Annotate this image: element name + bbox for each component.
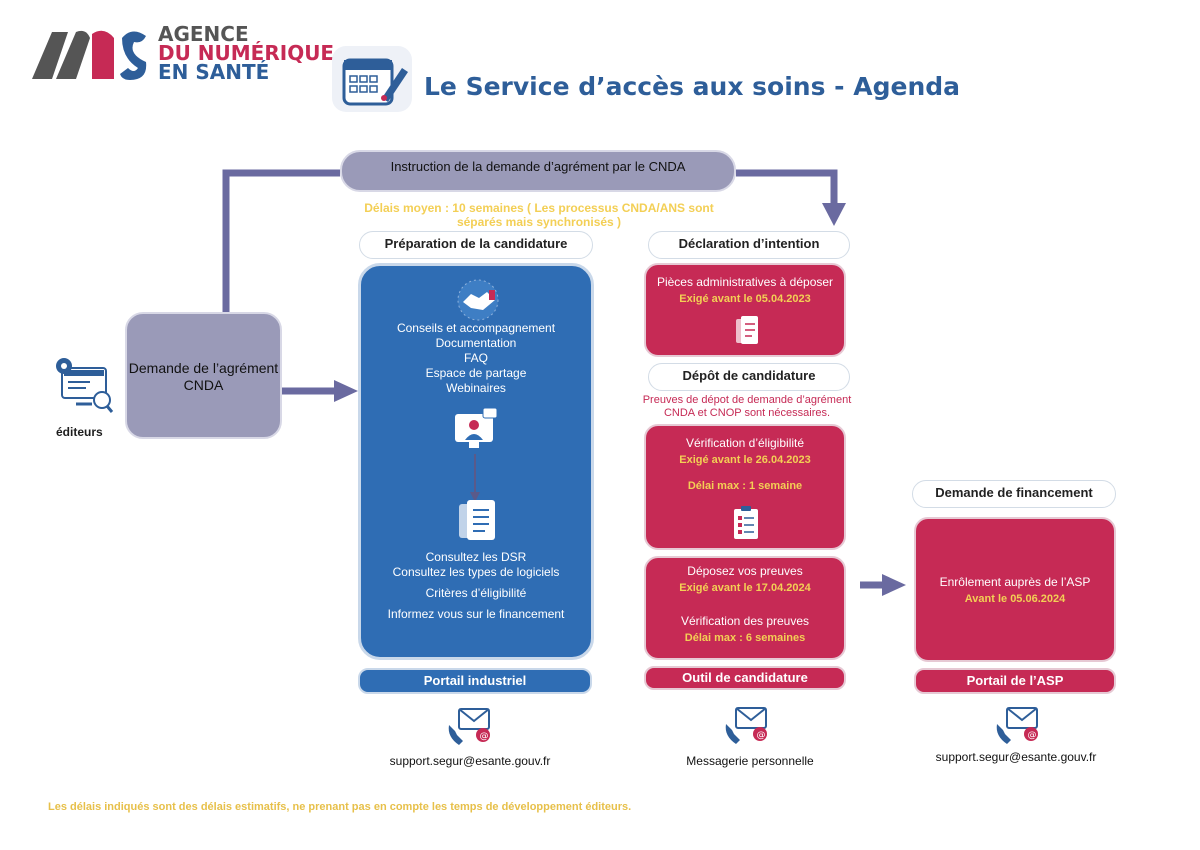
instruction-label: Instruction de la demande d’agrément par… [390, 159, 686, 174]
down-arrow [470, 454, 480, 502]
verification-box: Vérification d’éligibilité Exigé avant l… [644, 424, 846, 550]
preparation-list-top: Conseils et accompagnement Documentation… [361, 321, 591, 396]
outil-candidature-link[interactable]: Outil de candidature [644, 666, 846, 690]
logo-line-3: EN SANTÉ [158, 60, 270, 84]
handshake-icon [455, 278, 501, 322]
support-email-left[interactable]: support.segur@esante.gouv.fr [389, 754, 551, 768]
arrow-head [882, 574, 906, 596]
calendar-icon [332, 46, 412, 112]
checklist-icon [732, 506, 760, 540]
preuves-box: Déposez vos preuves Exigé avant le 17.04… [644, 556, 846, 660]
support-email-right[interactable]: support.segur@esante.gouv.fr [935, 750, 1097, 764]
verif-label: Vérification d’éligibilité [685, 436, 805, 450]
list-item: Critères d’éligibilité [425, 586, 527, 600]
list-item: Espace de partage [425, 366, 527, 380]
phone-mail-icon: @ [993, 706, 1041, 746]
logo-line-1: AGENCE [158, 22, 249, 46]
verif-preuves-label: Vérification des preuves [680, 614, 810, 628]
list-item: Webinaires [446, 381, 506, 395]
enrolement-box: Enrôlement auprès de l’ASP Avant le 05.0… [914, 517, 1116, 662]
demande-agrement-box: Demande de l’agrément CNDA [125, 312, 282, 439]
software-settings-icon [50, 356, 116, 414]
list-item: Conseils et accompagnement [396, 321, 556, 335]
preparation-header: Préparation de la candidature [359, 231, 593, 259]
agency-name: AGENCE DU NUMÉRIQUE EN SANTÉ [158, 22, 335, 84]
list-item: Consultez les DSR [425, 550, 527, 564]
svg-text:@: @ [1028, 731, 1037, 741]
depot-header: Dépôt de candidature [648, 363, 850, 391]
document-icon [455, 498, 499, 546]
footnote: Les délais indiqués sont des délais esti… [48, 801, 632, 813]
arrow-head [822, 203, 846, 226]
enrolement-deadline: Avant le 05.06.2024 [964, 593, 1066, 605]
preuves-label: Déposez vos preuves [687, 564, 803, 578]
enrolement-label: Enrôlement auprès de l’ASP [939, 575, 1091, 589]
connector-line [736, 169, 838, 208]
phone-mail-icon: @ [722, 706, 770, 746]
verif-deadline: Exigé avant le 26.04.2023 [679, 454, 811, 466]
messagerie-label: Messagerie personnelle [686, 754, 814, 768]
phone-mail-icon: @ [445, 707, 493, 747]
financement-header: Demande de financement [912, 480, 1116, 508]
ans-logo-mark [30, 24, 150, 84]
list-item: Documentation [435, 336, 517, 350]
editeurs-label: éditeurs [56, 425, 103, 439]
pieces-deadline: Exigé avant le 05.04.2023 [679, 293, 811, 305]
webinar-icon [449, 406, 501, 452]
instruction-delay: Délais moyen : 10 semaines ( Les process… [364, 201, 714, 229]
svg-text:@: @ [480, 732, 489, 742]
verif-delay: Délai max : 1 semaine [687, 480, 803, 492]
preuves-deadline: Exigé avant le 17.04.2024 [679, 582, 811, 594]
depot-note: Preuves de dépot de demande d’agrément C… [642, 394, 852, 419]
declaration-header: Déclaration d’intention [648, 231, 850, 259]
pieces-label: Pièces administratives à déposer [656, 275, 834, 289]
list-item: Consultez les types de logiciels [392, 565, 560, 579]
svg-text:@: @ [757, 731, 766, 741]
instruction-pill: Instruction de la demande d’agrément par… [340, 150, 736, 192]
document-icon [734, 315, 760, 347]
arrow-head [334, 380, 358, 402]
logo-line-2: DU NUMÉRIQUE [158, 41, 335, 65]
connector-line [222, 169, 340, 312]
page-title: Le Service d’accès aux soins - Agenda [424, 72, 961, 101]
demande-label: Demande de l’agrément CNDA [128, 360, 279, 393]
pieces-box: Pièces administratives à déposer Exigé a… [644, 263, 846, 357]
portail-asp-link[interactable]: Portail de l’ASP [914, 668, 1116, 694]
preparation-list-bottom: Consultez les DSR Consultez les types de… [361, 550, 591, 622]
list-item: FAQ [463, 351, 488, 365]
portail-industriel-link[interactable]: Portail industriel [358, 668, 592, 694]
list-item: Informez vous sur le financement [387, 607, 565, 621]
verif-preuves-delay: Délai max : 6 semaines [684, 632, 806, 644]
preparation-box: Conseils et accompagnement Documentation… [358, 263, 594, 660]
